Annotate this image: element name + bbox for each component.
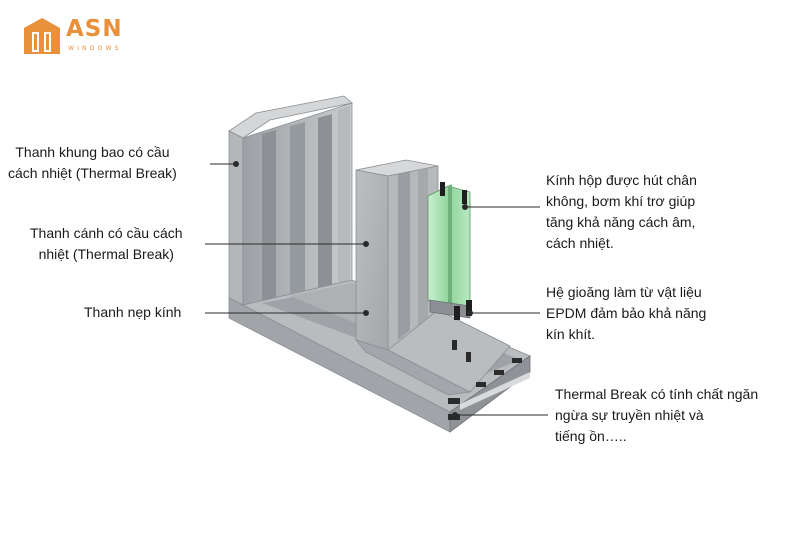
brand-name: ASN (66, 16, 123, 42)
house-logo-icon (22, 16, 62, 58)
brand-logo: ASN WINDOWS (22, 16, 132, 60)
label-insulated-glass: Kính hộp được hút chân không, bơm khí tr… (546, 170, 697, 254)
label-sash: Thanh cánh có cầu cách nhiệt (Thermal Br… (30, 223, 183, 265)
insulated-glass (428, 184, 470, 318)
label-thermal-break: Thermal Break có tính chất ngăn ngừa sự … (555, 384, 758, 447)
label-epdm-gasket: Hệ gioăng làm từ vật liệu EPDM đảm bảo k… (546, 282, 706, 345)
label-frame: Thanh khung bao có cầu cách nhiệt (Therm… (8, 142, 177, 184)
label-glazing-bead: Thanh nẹp kính (84, 302, 181, 323)
brand-tagline: WINDOWS (68, 45, 122, 52)
